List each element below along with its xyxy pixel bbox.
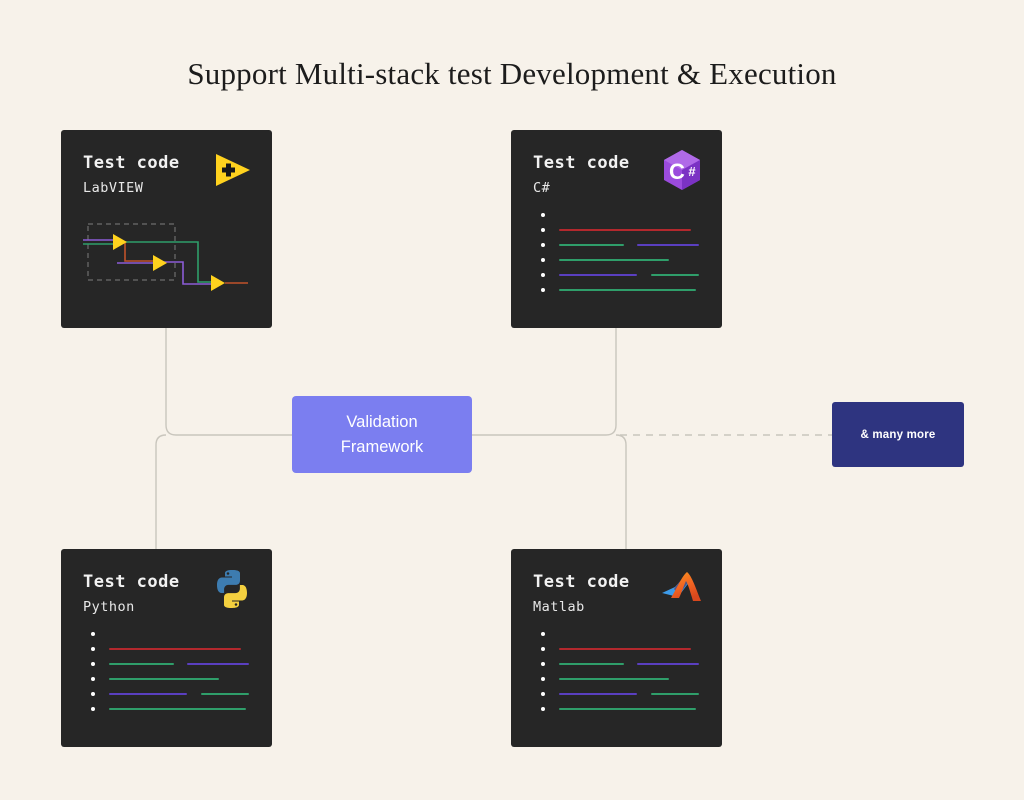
connector-validation-to-python: [155, 434, 167, 549]
card-language: C#: [533, 180, 551, 196]
card-language: Matlab: [533, 599, 585, 615]
code-line-segment: [559, 663, 624, 665]
code-line-segment: [109, 693, 187, 695]
code-line-segment: [651, 274, 699, 276]
code-line-row: [541, 238, 711, 253]
card-language: LabVIEW: [83, 180, 144, 196]
code-bullet-icon: [541, 288, 545, 292]
code-line-segment: [109, 678, 219, 680]
code-line-row: [91, 627, 261, 642]
svg-text:C: C: [669, 159, 685, 184]
code-bullet-icon: [91, 677, 95, 681]
card-csharp[interactable]: Test code C# C #: [511, 130, 722, 328]
code-line-row: [91, 672, 261, 687]
connector-csharp-to-validation: [472, 328, 617, 436]
code-line-segment: [637, 663, 699, 665]
card-title: Test code: [83, 572, 180, 592]
code-line-segment: [201, 693, 249, 695]
code-line-row: [541, 642, 711, 657]
code-bullet-icon: [541, 662, 545, 666]
connector-validation-to-matlab: [615, 434, 627, 549]
code-line-row: [541, 208, 711, 223]
code-bullet-icon: [541, 213, 545, 217]
code-line-segment: [637, 244, 699, 246]
page-title: Support Multi-stack test Development & E…: [187, 56, 837, 91]
validation-label-line2: Framework: [340, 437, 424, 456]
card-labview[interactable]: Test code LabVIEW: [61, 130, 272, 328]
code-line-segment: [559, 648, 691, 650]
code-line-row: [541, 268, 711, 283]
code-line-row: [541, 627, 711, 642]
card-title: Test code: [533, 153, 630, 173]
code-bullet-icon: [541, 692, 545, 696]
code-lines-block: [541, 208, 711, 308]
code-line-segment: [559, 274, 637, 276]
code-line-row: [541, 672, 711, 687]
code-bullet-icon: [91, 662, 95, 666]
code-line-segment: [559, 229, 691, 231]
python-logo-icon: [210, 567, 254, 611]
code-line-row: [541, 687, 711, 702]
code-line-row: [541, 223, 711, 238]
code-line-segment: [559, 289, 696, 291]
card-title: Test code: [83, 153, 180, 173]
svg-text:#: #: [688, 164, 696, 179]
connector-labview-to-validation: [165, 328, 292, 436]
card-header: Test code Python: [83, 571, 180, 617]
code-line-row: [91, 687, 261, 702]
card-title: Test code: [533, 572, 630, 592]
labview-logo-icon: [210, 148, 254, 192]
code-bullet-icon: [541, 677, 545, 681]
code-line-row: [541, 702, 711, 717]
code-bullet-icon: [541, 273, 545, 277]
code-bullet-icon: [541, 258, 545, 262]
code-line-segment: [559, 708, 696, 710]
code-line-row: [91, 702, 261, 717]
node-validation-framework[interactable]: Validation Framework: [292, 396, 472, 473]
code-line-row: [91, 642, 261, 657]
code-line-row: [541, 283, 711, 298]
code-bullet-icon: [541, 243, 545, 247]
matlab-logo-icon: [660, 567, 704, 611]
code-lines-block: [91, 627, 261, 727]
code-bullet-icon: [91, 692, 95, 696]
code-line-segment: [651, 693, 699, 695]
code-bullet-icon: [541, 707, 545, 711]
card-python[interactable]: Test code Python: [61, 549, 272, 747]
code-line-segment: [559, 678, 669, 680]
many-more-label: & many more: [860, 428, 936, 441]
code-line-segment: [109, 663, 174, 665]
code-line-segment: [559, 693, 637, 695]
code-bullet-icon: [541, 228, 545, 232]
code-line-segment: [559, 244, 624, 246]
code-bullet-icon: [91, 632, 95, 636]
code-lines-block: [541, 627, 711, 727]
card-header: Test code Matlab: [533, 571, 630, 617]
validation-label-line1: Validation: [346, 412, 418, 431]
code-line-segment: [109, 708, 246, 710]
code-bullet-icon: [91, 707, 95, 711]
code-bullet-icon: [541, 647, 545, 651]
card-language: Python: [83, 599, 135, 615]
code-line-row: [541, 657, 711, 672]
card-matlab[interactable]: Test code Matlab: [511, 549, 722, 747]
card-header: Test code C#: [533, 152, 630, 198]
card-header: Test code LabVIEW: [83, 152, 180, 198]
code-line-row: [541, 253, 711, 268]
code-line-segment: [187, 663, 249, 665]
code-line-segment: [109, 648, 241, 650]
node-many-more[interactable]: & many more: [832, 402, 964, 467]
code-line-segment: [559, 259, 669, 261]
code-bullet-icon: [541, 632, 545, 636]
code-bullet-icon: [91, 647, 95, 651]
labview-wiring-diagram: [83, 218, 253, 298]
csharp-logo-icon: C #: [660, 148, 704, 192]
code-line-row: [91, 657, 261, 672]
